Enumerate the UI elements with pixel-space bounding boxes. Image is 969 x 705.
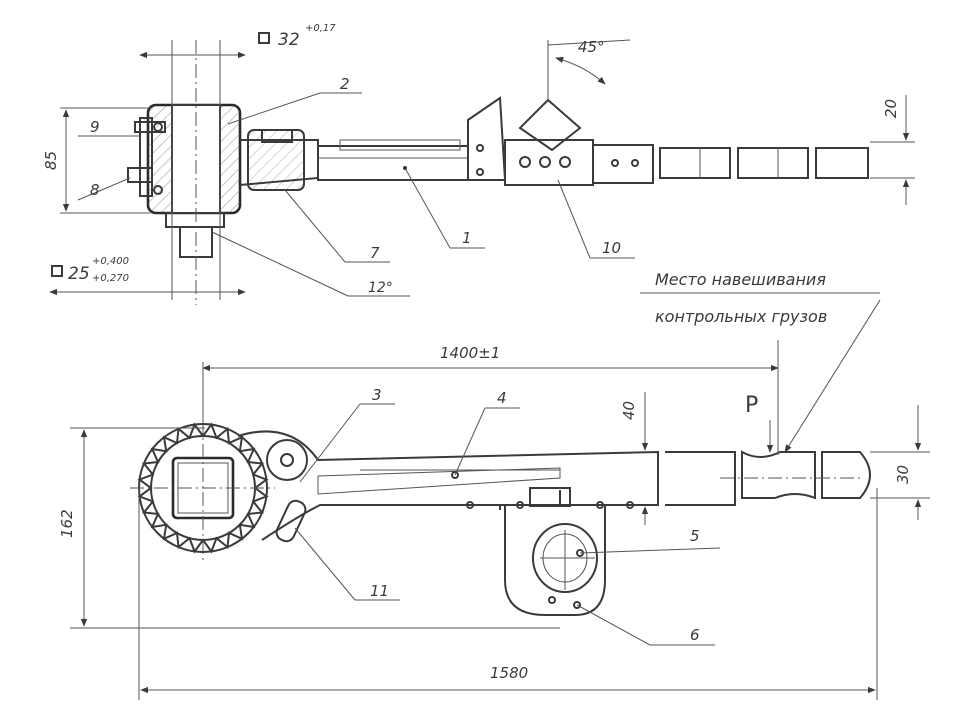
dim-square-25-tol-lower: +0,270 — [92, 273, 129, 284]
force-p-label: P — [745, 393, 758, 418]
dim-20: 20 — [882, 99, 900, 118]
dim-square-32-tol: +0,17 — [305, 23, 336, 34]
callout-3: 3 — [372, 386, 382, 404]
callout-9: 9 — [90, 118, 100, 136]
dim-162: 162 — [58, 509, 76, 538]
callout-2: 2 — [340, 75, 350, 93]
dim-85: 85 — [42, 151, 60, 170]
ratchet-wheel — [130, 420, 275, 560]
pawl-spring — [275, 499, 307, 543]
square-symbol-25 — [51, 265, 63, 277]
dim-angle-45: 45° — [578, 38, 605, 56]
dim-1580: 1580 — [490, 664, 528, 682]
dim-angle-12: 12° — [368, 280, 393, 296]
callout-5: 5 — [690, 527, 700, 545]
callout-8: 8 — [90, 181, 100, 199]
callout-7: 7 — [370, 244, 380, 262]
scale-bracket — [467, 40, 594, 186]
dim-30: 30 — [894, 465, 912, 484]
plan-view-dimensions: 1400±1 P 40 30 162 1580 — [58, 340, 930, 700]
top-view-dimensions: 32 +0,17 85 25 +0,400 +0,270 12° 45° 20 — [42, 23, 915, 297]
pawl-detail — [127, 121, 166, 195]
plan-view-callouts: 3 4 5 6 11 — [294, 386, 721, 646]
callout-11: 11 — [370, 582, 389, 600]
dim-1400: 1400±1 — [440, 344, 500, 362]
handle-plan — [665, 450, 871, 506]
handle-tail — [592, 144, 869, 184]
head-housing-section — [139, 40, 242, 305]
square-symbol-32 — [258, 32, 270, 44]
dim-square-25: 25 — [68, 264, 90, 284]
ratchet-teeth — [137, 422, 269, 554]
roller — [247, 129, 305, 191]
pawl-roller — [266, 439, 308, 481]
callout-10: 10 — [602, 239, 621, 257]
callout-6: 6 — [690, 626, 700, 644]
dim-square-25-tol-upper: +0,400 — [92, 256, 129, 267]
dim-square-32: 32 — [278, 30, 300, 50]
plan-view — [130, 420, 871, 616]
dial-indicator — [504, 505, 606, 616]
lever-plan — [237, 430, 659, 541]
load-place-line2: контрольных грузов — [655, 307, 827, 326]
dim-40: 40 — [620, 401, 638, 420]
callout-1: 1 — [462, 229, 472, 247]
top-view-callouts: 9 8 2 7 1 10 — [77, 75, 635, 263]
load-place-line1: Место навешивания — [655, 270, 826, 289]
load-place-note: Место навешивания контрольных грузов — [640, 270, 881, 453]
top-view — [127, 40, 869, 305]
callout-4: 4 — [497, 389, 507, 407]
